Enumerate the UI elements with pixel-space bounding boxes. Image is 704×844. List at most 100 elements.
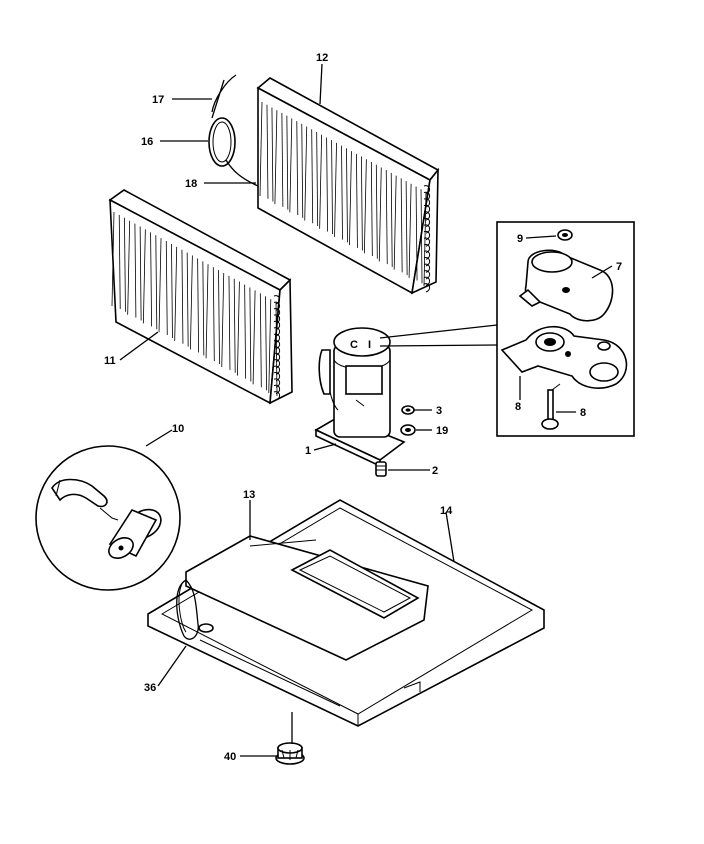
callout-16: 16 — [141, 136, 153, 148]
coil-tube-loop — [273, 295, 281, 305]
coil-tube-loop — [423, 270, 431, 280]
callout-19: 19 — [436, 425, 448, 437]
callout-13: 13 — [243, 489, 255, 501]
callout-8-bracket: 8 — [515, 401, 521, 413]
coil-tube-loop — [423, 283, 431, 293]
coil-fin — [286, 115, 289, 210]
coil-fin — [271, 107, 274, 202]
coil-tube-loop — [423, 237, 431, 247]
coil-fin — [393, 175, 397, 270]
coil-tube-loop — [273, 301, 281, 311]
coil-fin — [252, 290, 256, 385]
coil-tube-loop — [423, 185, 431, 195]
callout-8-screw: 8 — [580, 407, 586, 419]
coil-tube-loop — [273, 384, 281, 395]
coil-tube-loop — [273, 346, 281, 356]
coil-fin — [134, 223, 137, 318]
coil-fin — [171, 243, 173, 338]
callout-2: 2 — [432, 465, 438, 477]
coil-fin — [142, 229, 146, 324]
coil-fin — [197, 258, 200, 353]
nut-2 — [375, 461, 387, 477]
coil-fin — [174, 246, 178, 341]
coil-tube-loop — [423, 250, 431, 260]
wire-loop-36 — [176, 579, 199, 640]
coil-fin — [218, 270, 220, 365]
coil-fin — [155, 235, 158, 330]
callout-12: 12 — [316, 52, 328, 64]
coil-fin — [415, 186, 418, 281]
coil-fin — [111, 211, 115, 307]
coil-fin — [304, 126, 308, 221]
coil-tube-loop — [423, 263, 431, 273]
coil-12 — [256, 77, 440, 295]
coil-fin — [408, 183, 412, 278]
callout-10: 10 — [172, 423, 184, 435]
coil-fin — [244, 284, 247, 379]
coil-tube-loop — [423, 224, 431, 234]
coil-fin — [189, 255, 193, 350]
callout-14: 14 — [440, 505, 453, 517]
leader-lines — [119, 63, 613, 757]
coil-tube-loop — [273, 339, 281, 350]
coil-fin — [118, 214, 121, 309]
coil-fin — [405, 181, 408, 276]
coil-tube-loop — [423, 191, 431, 202]
coil-fin — [370, 161, 373, 257]
coil-tube-loop — [273, 320, 281, 331]
coil-tube-loop — [273, 391, 281, 401]
callout-40: 40 — [224, 751, 236, 763]
coil-fin — [311, 129, 314, 224]
drain-plug-40 — [275, 712, 305, 765]
coil-11-fins — [111, 211, 278, 397]
coil-fin — [400, 178, 403, 273]
callout-11: 11 — [104, 355, 116, 367]
svg-text:I: I — [368, 339, 371, 351]
coil-fin — [349, 151, 352, 246]
coil-fin — [390, 172, 393, 267]
coil-fin — [346, 148, 348, 243]
coil-fin — [265, 296, 267, 391]
coil-fin — [228, 275, 231, 370]
coil-fin — [385, 170, 388, 265]
coil-tube-loop — [423, 204, 431, 215]
coil-fin — [139, 226, 142, 321]
coil-fin — [259, 101, 263, 197]
coil-tube-loop — [273, 378, 281, 388]
coil-fin — [319, 134, 323, 229]
coil-fin — [221, 272, 225, 367]
coil-tube-loop — [273, 359, 281, 369]
coil-11 — [108, 189, 293, 405]
coil-tube-loop — [273, 307, 281, 318]
callout-9: 9 — [517, 233, 523, 245]
coil-fin — [205, 264, 209, 359]
capillary-tube-assembly — [208, 74, 259, 187]
coil-fin — [202, 261, 205, 356]
coil-fin — [186, 252, 189, 347]
coil-fin — [165, 241, 168, 336]
coil-12-fins — [259, 101, 427, 287]
coil-11-tube-loops — [273, 295, 281, 401]
coil-fin — [363, 159, 367, 254]
coil-tube-loop — [423, 243, 431, 254]
coil-fin — [212, 267, 215, 362]
coil-tube-loop — [273, 327, 281, 337]
coil-fin — [266, 104, 269, 199]
coil-fin — [331, 140, 333, 235]
coil-fin — [249, 287, 252, 382]
coil-fin — [316, 131, 319, 227]
coil-tube-loop — [423, 198, 431, 208]
coil-fin — [360, 156, 363, 251]
coil-tube-loop — [273, 365, 281, 375]
coil-fin — [334, 142, 337, 237]
coil-tube-loop — [273, 333, 281, 343]
coil-fin — [268, 299, 272, 394]
callout-labels: 12 17 16 18 11 9 7 8 8 3 19 1 2 10 13 14… — [104, 52, 622, 763]
coil-fin — [274, 110, 278, 205]
svg-text:C: C — [350, 339, 358, 351]
coil-fin — [289, 118, 293, 213]
callout-36: 36 — [144, 682, 156, 694]
grommet-3 — [401, 405, 415, 415]
coil-tube-loop — [423, 257, 431, 267]
